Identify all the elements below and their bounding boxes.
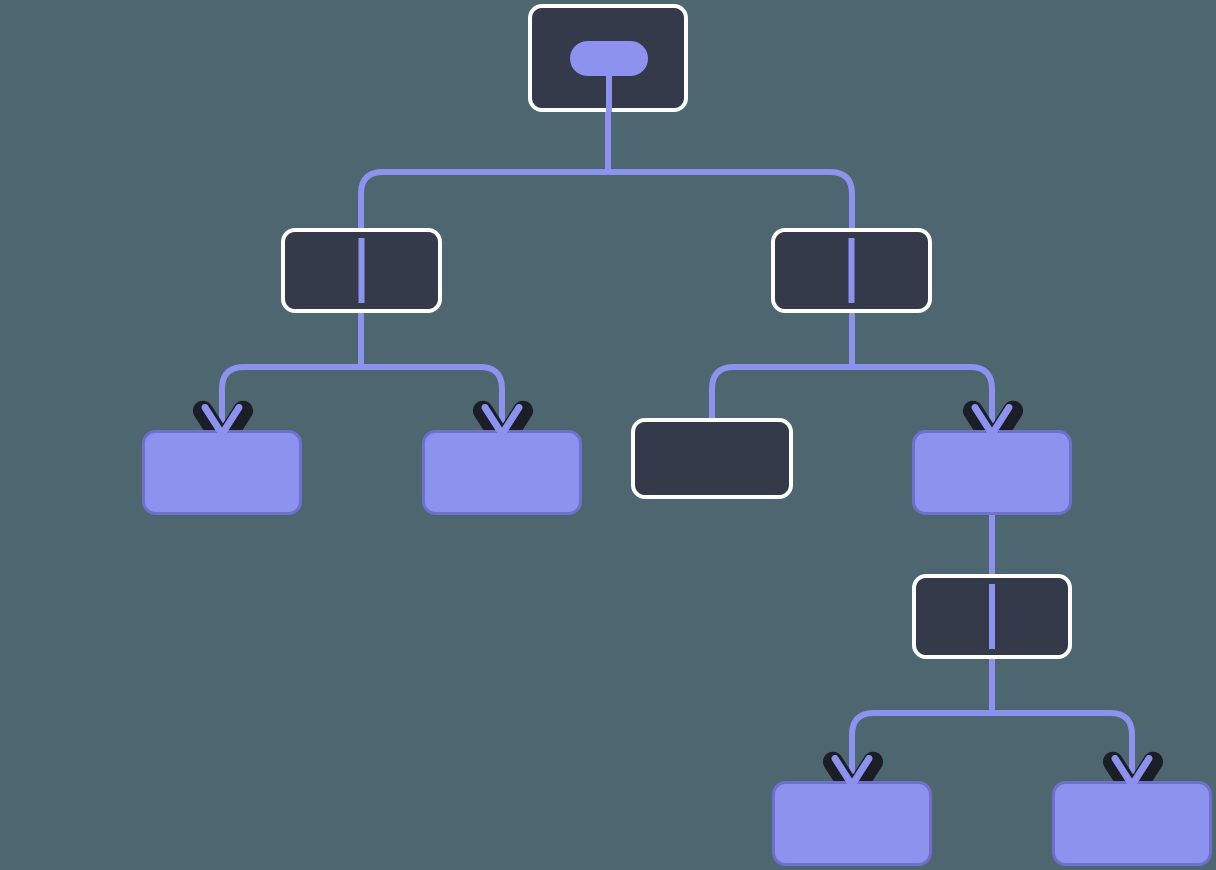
terminal-node-dark[interactable] bbox=[631, 418, 793, 499]
leaf-node-1[interactable] bbox=[142, 430, 302, 515]
terminal-node-dark-surface[interactable] bbox=[631, 418, 793, 499]
arrowhead-leaf-3 bbox=[971, 403, 1013, 438]
leaf-node-4-surface[interactable] bbox=[772, 781, 932, 866]
leaf-node-4[interactable] bbox=[772, 781, 932, 866]
root-node-pill bbox=[570, 41, 648, 76]
node-layer bbox=[142, 4, 1212, 866]
leaf-node-2-surface[interactable] bbox=[422, 430, 582, 515]
connector-left-branch-to-leaves-branch-1 bbox=[361, 364, 505, 432]
connector-layer bbox=[219, 41, 1135, 783]
leaf-node-3-surface[interactable] bbox=[912, 430, 1072, 515]
connector-left-branch-to-leaves-branch-0 bbox=[219, 364, 361, 432]
arrowhead-leaf-4 bbox=[831, 754, 873, 789]
connector-root-to-branches-branch-1 bbox=[608, 169, 855, 228]
root-node-pill-marker bbox=[570, 41, 648, 112]
arrowhead-layer bbox=[201, 403, 1153, 789]
leaf-node-1-surface[interactable] bbox=[142, 430, 302, 515]
connector-branch-lower-to-leaves-branch-1 bbox=[992, 710, 1135, 783]
node-marker-layer bbox=[358, 41, 995, 649]
connector-root-to-branches-branch-0 bbox=[358, 169, 608, 228]
leaf-node-3[interactable] bbox=[912, 430, 1072, 515]
leaf-node-5-surface[interactable] bbox=[1052, 781, 1212, 866]
connector-branch-lower-to-leaves-branch-0 bbox=[849, 710, 992, 783]
arrowhead-leaf-1 bbox=[201, 403, 243, 438]
connector-right-branch-to-children-branch-0 bbox=[709, 364, 852, 418]
arrowhead-leaf-5 bbox=[1111, 754, 1153, 789]
connector-right-branch-to-children-branch-1 bbox=[852, 364, 995, 432]
arrowhead-leaf-2 bbox=[481, 403, 523, 438]
leaf-node-2[interactable] bbox=[422, 430, 582, 515]
leaf-node-5[interactable] bbox=[1052, 781, 1212, 866]
